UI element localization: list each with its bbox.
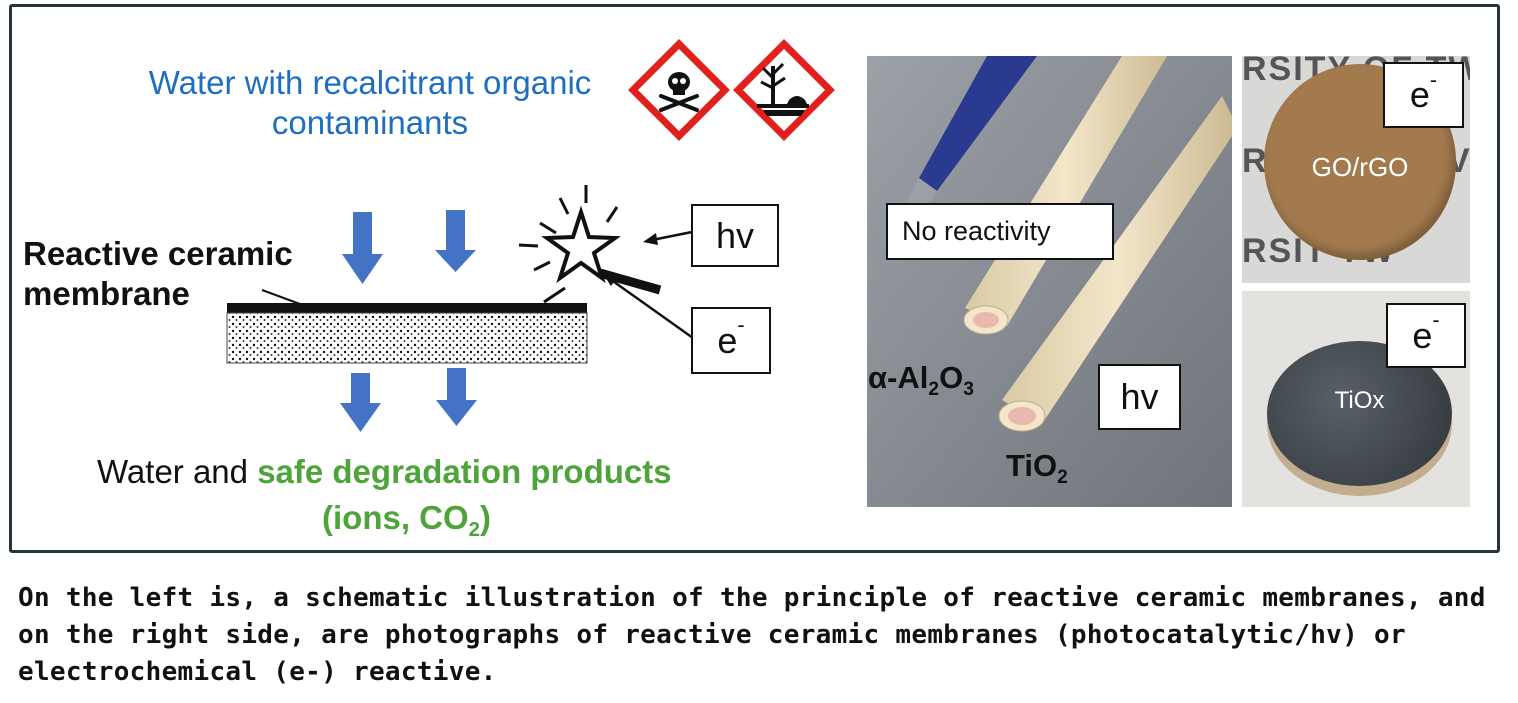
e-pointer-arrow: [603, 274, 694, 340]
output-line2-sub: 2: [468, 518, 481, 542]
alumina-sub1: 2: [928, 378, 940, 400]
flow-arrow-in-2: [435, 210, 476, 272]
membrane-line-1: Reactive ceramic: [23, 235, 293, 272]
output-highlight: safe degradation products: [257, 453, 672, 490]
membrane-schematic: [226, 185, 694, 432]
tiox-e-box: e-: [1386, 303, 1466, 368]
schematic-e-box: e-: [691, 307, 771, 374]
alumina-mid: O: [939, 360, 964, 395]
figure-caption: On the left is, a schematic illustration…: [18, 583, 1486, 687]
schematic-hv-label: hv: [715, 214, 755, 256]
go-bg-text-left: R: [1242, 142, 1267, 180]
input-line-1: Water with recalcitrant organic: [148, 64, 592, 101]
environmental-hazard-icon: [733, 39, 835, 141]
tube-photo: [867, 56, 1232, 507]
toxic-skull-icon: [628, 39, 730, 141]
hv-pointer-arrow: [643, 230, 693, 245]
tio2-sub: 2: [1057, 466, 1068, 488]
tiox-e-sup: -: [1432, 307, 1440, 333]
output-line-1: Water and safe degradation products: [97, 452, 797, 492]
output-prefix: Water and: [97, 453, 258, 490]
membrane-label: Reactive ceramic membrane: [23, 234, 293, 314]
photo-hv-box: hv: [1098, 364, 1181, 430]
flow-arrow-out-2: [436, 368, 477, 426]
tiox-photo: TiOx: [1242, 291, 1470, 507]
output-water-label: Water and safe degradation products (ion…: [97, 452, 797, 543]
tio2-pre: TiO: [1006, 448, 1058, 483]
go-e-box: e-: [1383, 62, 1464, 128]
tiox-label: TiOx: [1334, 387, 1385, 414]
photo-hv-label: hv: [1120, 376, 1159, 417]
go-e-label: e: [1409, 74, 1430, 115]
output-line2-pre: (ions, CO: [322, 499, 469, 536]
no-reactivity-label: No reactivity: [902, 216, 1051, 246]
tio2-label: TiO2: [1006, 448, 1068, 488]
membrane-line-2: membrane: [23, 275, 190, 312]
tube-photo-illustration: [867, 56, 1232, 507]
go-e-sup: -: [1429, 66, 1438, 92]
go-label: GO/rGO: [1311, 152, 1409, 182]
flow-arrow-in-1: [342, 212, 383, 284]
membrane-to-star-line: [543, 286, 566, 304]
no-reactivity-box: No reactivity: [886, 203, 1114, 260]
tiox-e-label: e: [1412, 314, 1433, 356]
alumina-pre: α-Al: [868, 360, 929, 395]
schematic-e-sup: -: [737, 312, 745, 338]
membrane-support: [226, 312, 588, 364]
membrane-pointer: [261, 289, 301, 305]
hazard-pictograms: [628, 39, 835, 141]
input-line-2: contaminants: [271, 104, 469, 141]
input-water-label: Water with recalcitrant organic contamin…: [110, 63, 630, 143]
schematic-e-label: e: [717, 319, 738, 361]
alumina-label: α-Al2O3: [868, 360, 974, 400]
reaction-star-icon: [518, 185, 662, 295]
output-line-2: (ions, CO2): [322, 498, 797, 543]
flow-arrow-out-1: [340, 373, 381, 432]
output-line2-post: ): [480, 499, 492, 536]
schematic-hv-box: hv: [691, 204, 779, 267]
membrane-active-layer: [227, 303, 587, 313]
alumina-sub2: 3: [963, 378, 974, 400]
